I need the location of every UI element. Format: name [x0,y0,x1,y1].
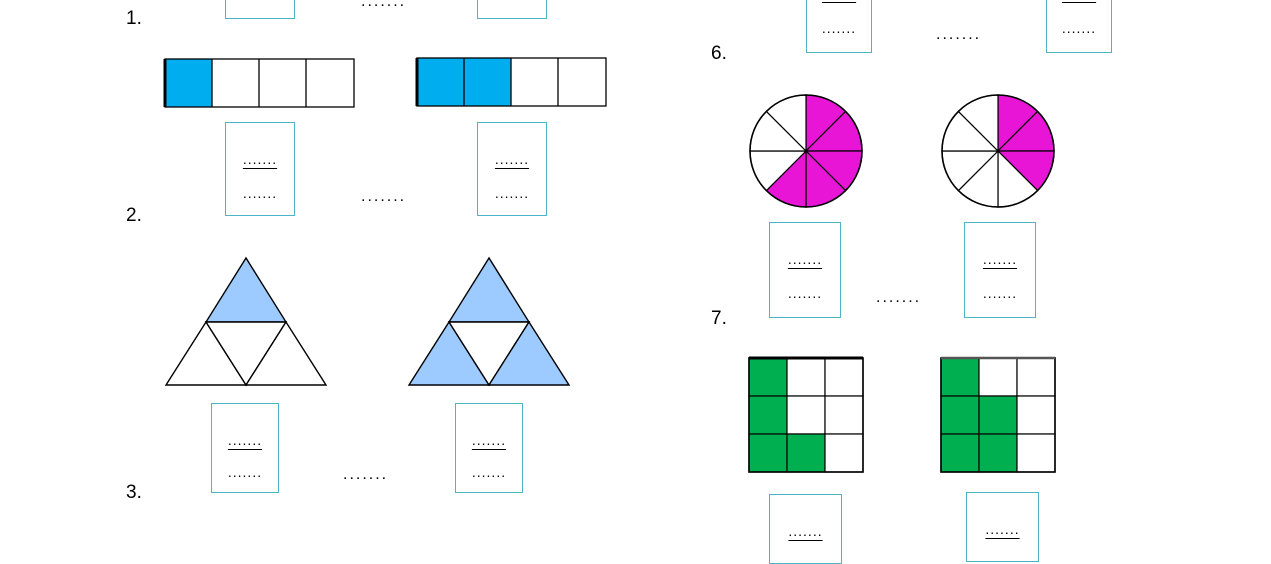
bar-segment [511,58,558,106]
bar-segment [212,59,259,107]
fraction-box[interactable]: ....... [769,494,842,564]
numerator-blank[interactable]: ....... [807,0,871,1]
bar-segment-shaded [464,58,511,106]
problem-number-2: 2. [126,205,142,226]
numerator-blank[interactable]: ....... [227,432,263,448]
fraction-triangle-1 [164,256,328,387]
triangle-part [244,320,328,386]
denominator-blank[interactable]: ....... [787,285,823,301]
numerator-blank[interactable]: ....... [985,521,1020,537]
compare-blank[interactable]: ....... [876,289,922,306]
numerator-blank[interactable]: ....... [494,151,530,167]
fraction-grid-2 [940,356,1056,473]
bar-segment [306,59,354,107]
problem-number-6: 6. [711,43,727,64]
fraction-box[interactable]: ....... ....... [769,222,841,318]
fraction-box[interactable]: ....... ....... [1046,0,1112,53]
fraction-box[interactable]: ....... [477,0,547,19]
bar-segment [558,58,606,106]
fraction-box[interactable]: ....... ....... [211,403,279,493]
compare-blank[interactable]: ....... [361,188,407,205]
fraction-box[interactable]: ....... [225,0,295,19]
triangle-part-shaded [447,256,531,323]
fraction-box[interactable]: ....... [966,492,1039,562]
fraction-bar-2 [415,57,607,107]
denominator-blank[interactable]: ....... [227,464,263,480]
numerator-blank[interactable]: ....... [787,251,823,267]
denominator-blank[interactable]: ....... [494,185,530,201]
compare-blank[interactable]: ....... [361,0,407,10]
compare-blank[interactable]: ....... [936,26,982,43]
fraction-box[interactable]: ....... ....... [225,122,295,216]
fraction-box[interactable]: ....... ....... [964,222,1036,318]
denominator-blank[interactable]: ....... [982,285,1018,301]
fraction-circle-1 [749,94,863,208]
numerator-blank[interactable]: ....... [982,251,1018,267]
bar-segment-shaded [417,58,464,106]
denominator-blank[interactable]: ....... [242,185,278,201]
fraction-bar-1 [163,58,355,108]
figures-canvas [163,57,1056,473]
fraction-box[interactable]: ....... ....... [806,0,872,53]
denominator-blank[interactable]: ....... [821,20,857,36]
triangle-part-shaded [204,256,288,323]
triangle-part-shaded [487,320,571,386]
numerator-blank[interactable]: ....... [471,432,507,448]
problem-number-7: 7. [711,308,727,329]
bar-segment-shaded [165,59,212,107]
fraction-triangle-2 [407,256,571,387]
denominator-blank[interactable]: ....... [1061,20,1097,36]
fraction-grid-1 [748,356,864,473]
problem-number-3: 3. [126,482,142,503]
denominator-blank[interactable]: ....... [471,464,507,480]
numerator-blank[interactable]: ....... [1047,0,1111,1]
compare-blank[interactable]: ....... [343,466,389,483]
problem-number-1: 1. [126,8,142,29]
fraction-circle-2 [941,94,1055,208]
numerator-blank[interactable]: ....... [788,523,823,539]
fraction-box[interactable]: ....... ....... [455,403,523,493]
bar-segment [259,59,306,107]
fraction-box[interactable]: ....... ....... [477,122,547,216]
numerator-blank[interactable]: ....... [242,151,278,167]
